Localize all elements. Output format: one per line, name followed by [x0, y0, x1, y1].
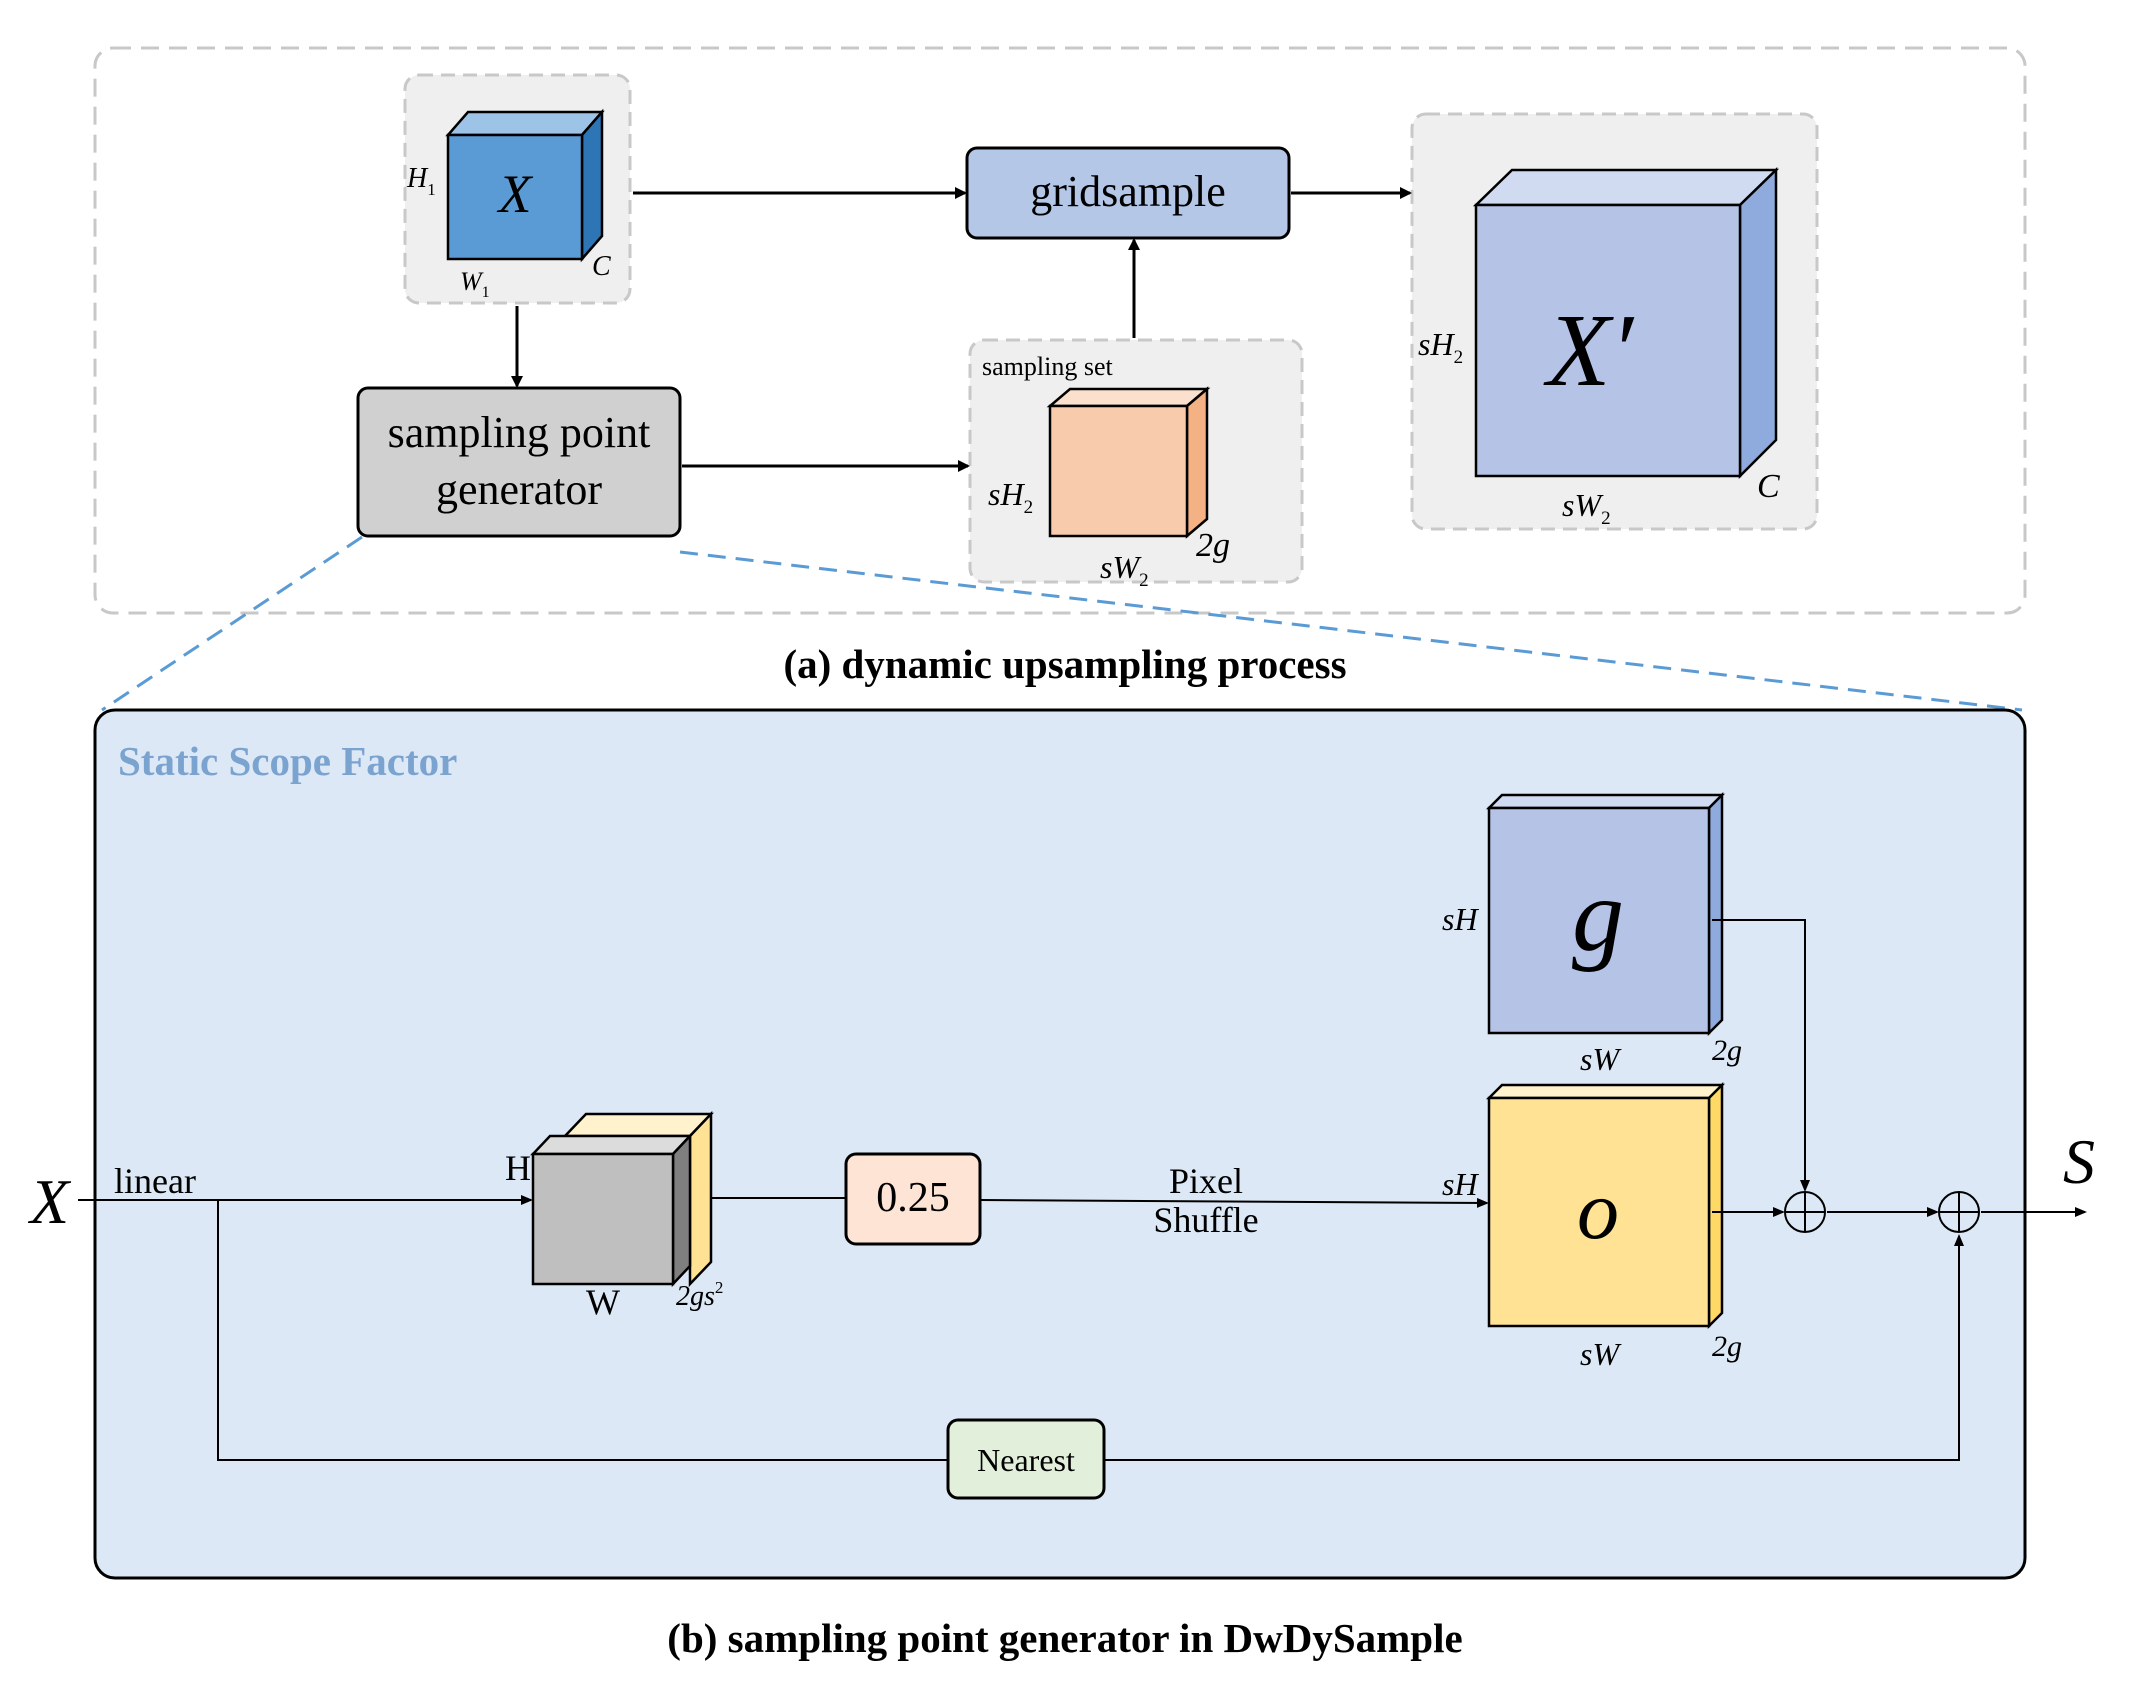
output-cube [1472, 167, 1780, 480]
output-h-label: sH2 [1418, 326, 1463, 368]
sampling-set-w-label: sW2 [1100, 549, 1149, 591]
input-w-label: W1 [460, 267, 490, 301]
o-tensor-h-label: sH [1442, 1166, 1479, 1202]
panel-b-caption: (b) sampling point generator in DwDySamp… [667, 1615, 1462, 1661]
line-residual-right [1104, 1234, 1964, 1461]
output-cube-label: X′ [1543, 293, 1636, 408]
o-tensor-c-label: 2g [1712, 1330, 1742, 1363]
add-node-2 [1938, 1191, 1980, 1233]
g-tensor-label: g [1572, 858, 1624, 973]
pixel-shuffle-line1: Pixel [1169, 1161, 1243, 1201]
add-node-1 [1784, 1191, 1826, 1233]
panel-a: X H1 W1 C gridsample sampling point gene… [93, 46, 2027, 687]
o-tensor-w-label: sW [1580, 1336, 1622, 1372]
line-residual-left [217, 1200, 948, 1461]
input-h-label: H1 [406, 163, 436, 199]
o-tensor-cube [1485, 1081, 1726, 1330]
feature-cube [530, 1110, 714, 1288]
sampling-set-c-label: 2g [1196, 527, 1230, 564]
sampling-set-cube [1046, 386, 1211, 539]
output-w-label: sW2 [1562, 487, 1611, 529]
generator-label-line1: sampling point [388, 408, 651, 457]
panel-a-caption: (a) dynamic upsampling process [783, 641, 1346, 687]
panel-a-frame [93, 46, 2027, 615]
panel-b-output-label: S [2063, 1126, 2095, 1197]
sampling-set-title: sampling set [982, 352, 1113, 381]
gridsample-label: gridsample [1030, 167, 1226, 216]
nearest-label: Nearest [977, 1442, 1075, 1478]
input-c-label: C [592, 251, 611, 282]
g-tensor-w-label: sW [1580, 1041, 1622, 1077]
sampling-set-h-label: sH2 [988, 476, 1033, 518]
g-tensor-cube [1485, 791, 1726, 1037]
generator-box [356, 386, 682, 538]
feature-w-label: W [586, 1282, 620, 1322]
output-c-label: C [1757, 468, 1780, 505]
input-cube [445, 108, 605, 263]
panel-b-input-label: X [27, 1166, 72, 1237]
line-g-to-add1 [1712, 919, 1810, 1192]
o-tensor-label: o [1577, 1164, 1619, 1257]
zoom-link-left [101, 535, 363, 712]
generator-label-line2: generator [436, 465, 602, 514]
feature-h-label: H [505, 1148, 531, 1188]
scale-factor-value: 0.25 [876, 1175, 950, 1221]
line-scale-to-o-tensor [979, 1197, 1489, 1208]
pixel-shuffle-line2: Shuffle [1153, 1200, 1258, 1240]
g-tensor-h-label: sH [1442, 901, 1479, 937]
input-cube-label: X [497, 164, 534, 224]
panel-b: Static Scope Factor X linear H W 2gs2 0.… [27, 708, 2095, 1580]
linear-label: linear [114, 1161, 196, 1201]
feature-c-label: 2gs2 [676, 1278, 723, 1312]
g-tensor-c-label: 2g [1712, 1034, 1742, 1067]
zoom-link-right [679, 550, 2023, 712]
panel-b-title: Static Scope Factor [118, 738, 457, 784]
